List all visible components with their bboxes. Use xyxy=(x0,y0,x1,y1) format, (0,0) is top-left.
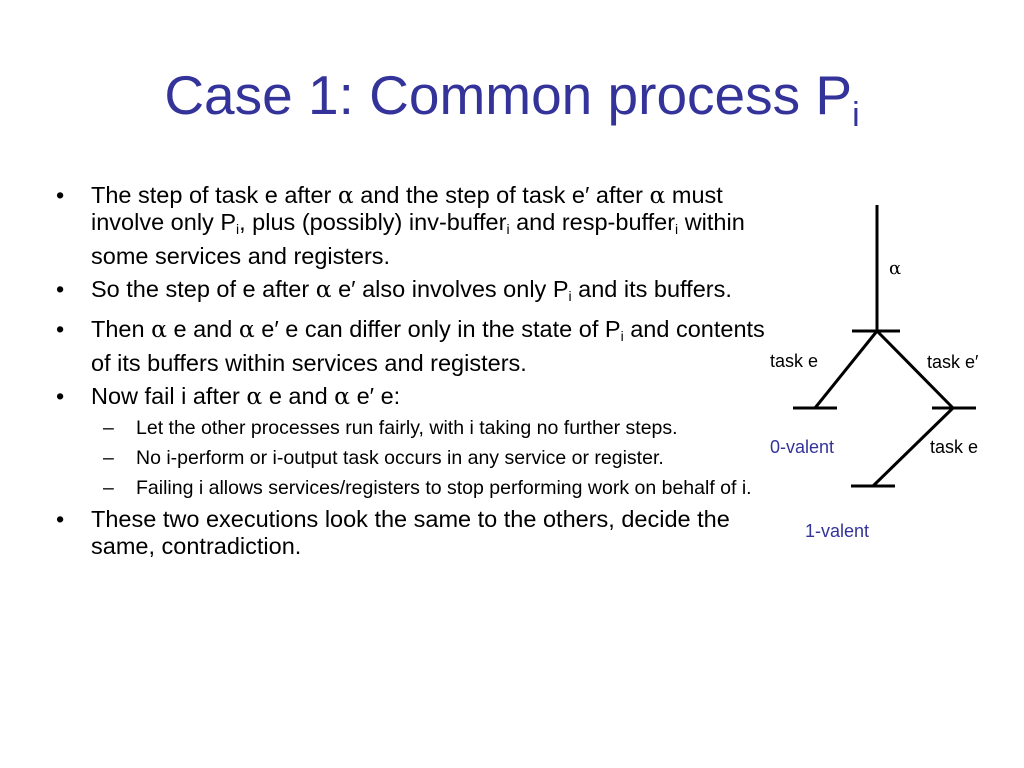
bullet-list: • The step of task e after α and the ste… xyxy=(56,182,776,566)
bullet-text: e and xyxy=(166,316,239,342)
bullet-text: must involve only P xyxy=(91,182,723,235)
diagram-task-e-prime-label: task e′ xyxy=(927,352,979,372)
edge-task-e xyxy=(813,330,879,409)
dash-mark: – xyxy=(103,477,114,499)
bullet-text: and contents of its buffers within servi… xyxy=(91,316,765,376)
bullet-mark: • xyxy=(56,383,65,409)
bullet-text: So the step of e after xyxy=(91,276,316,302)
bullet-item-5: • These two executions look the same to … xyxy=(56,506,776,560)
bullet-text: e and xyxy=(262,383,335,409)
bullet-item-4: • Now fail i after α e and α e′ e: xyxy=(56,383,776,410)
dash-mark: – xyxy=(103,417,114,439)
bullet-mark: • xyxy=(56,276,65,302)
bullet-item-3: • Then α e and α e′ e can differ only in… xyxy=(56,316,776,377)
subscript: i xyxy=(620,328,624,344)
bullet-text: Now fail i after xyxy=(91,383,247,409)
bullet-item-2: • So the step of e after α e′ also invol… xyxy=(56,276,776,310)
title-text: Case 1: Common process P xyxy=(164,64,853,126)
diagram-task-e-label: task e xyxy=(770,351,819,371)
diagram-task-e-lower-label: task e xyxy=(930,437,979,457)
subscript: i xyxy=(506,221,510,237)
alpha-symbol: α xyxy=(334,382,351,410)
sub-bullet-text: Let the other processes run fairly, with… xyxy=(136,417,678,439)
diagram-zero-valent-label: 0-valent xyxy=(770,437,835,457)
diagram-alpha-label: α xyxy=(889,258,902,279)
title-subscript: i xyxy=(852,96,860,134)
bullet-text: e′ also involves only P xyxy=(331,276,569,302)
sub-bullet-2: – No i-perform or i-output task occurs i… xyxy=(56,446,776,470)
bullet-text: , plus (possibly) inv-buffer xyxy=(239,209,507,235)
subscript: i xyxy=(568,288,572,304)
alpha-symbol: α xyxy=(238,315,255,343)
sub-bullet-text: No i-perform or i-output task occurs in … xyxy=(136,447,664,469)
alpha-symbol: α xyxy=(151,315,167,343)
bullet-mark: • xyxy=(56,316,65,342)
subscript: i xyxy=(675,221,679,237)
bullet-text: e′ e can differ only in the state of P xyxy=(254,316,621,342)
alpha-symbol: α xyxy=(315,275,332,303)
alpha-symbol: α xyxy=(246,382,263,410)
bullet-text: Then xyxy=(91,316,152,342)
dash-mark: – xyxy=(103,447,114,469)
alpha-symbol: α xyxy=(337,181,354,209)
bullet-text: e′ e: xyxy=(350,383,401,409)
sub-bullet-1: – Let the other processes run fairly, wi… xyxy=(56,416,776,440)
bullet-text: and its buffers. xyxy=(571,276,732,302)
bullet-mark: • xyxy=(56,182,65,208)
bullet-text: and resp-buffer xyxy=(509,209,676,235)
subscript: i xyxy=(236,221,240,237)
sub-bullet-text: Failing i allows services/registers to s… xyxy=(136,477,752,499)
bullet-text: The step of task e after xyxy=(91,182,338,208)
bullet-text: within some services and registers. xyxy=(91,209,745,269)
alpha-symbol: α xyxy=(649,181,666,209)
slide-title: Case 1: Common process Pi xyxy=(0,60,1024,150)
bullet-text: and the step of task e′ after xyxy=(353,182,650,208)
bullet-item-1: • The step of task e after α and the ste… xyxy=(56,182,776,270)
diagram-one-valent-label: 1-valent xyxy=(805,521,870,541)
bullet-mark: • xyxy=(56,506,65,532)
bullet-text: These two executions look the same to th… xyxy=(91,506,730,559)
sub-bullet-3: – Failing i allows services/registers to… xyxy=(56,476,776,500)
